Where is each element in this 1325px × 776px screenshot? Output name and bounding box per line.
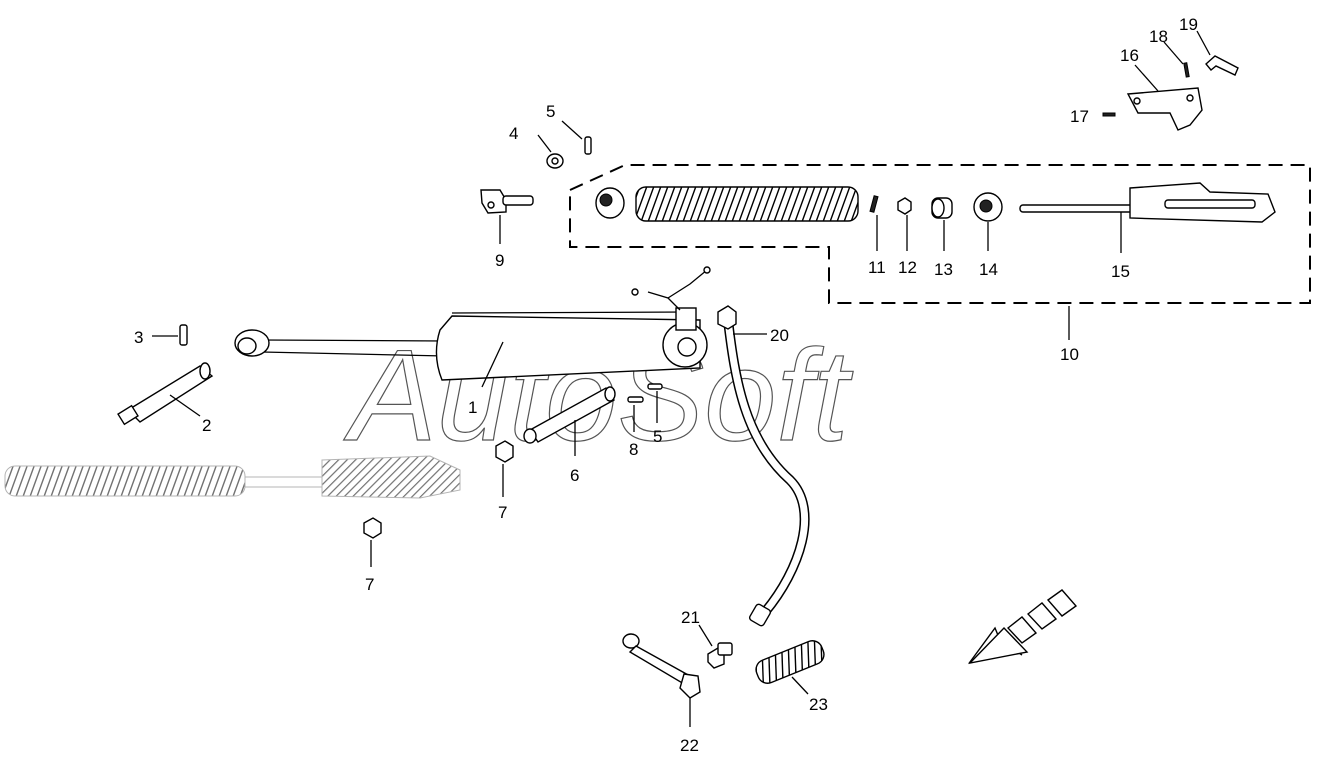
boot-bellows [635, 186, 859, 222]
assembly-10-outline [569, 164, 1311, 304]
steering-cylinder [234, 266, 711, 381]
wrench-part-22 [622, 633, 701, 699]
label-part-2: 2 [202, 416, 211, 435]
label-part-12: 12 [898, 258, 917, 277]
pin-part-8 [627, 396, 644, 403]
label-part-5-top: 5 [546, 102, 555, 121]
lever-pin-part-19 [1205, 55, 1239, 76]
label-part-18: 18 [1149, 27, 1168, 46]
leader-lines [152, 30, 1211, 727]
fitting-part-21 [707, 642, 733, 669]
label-part-8: 8 [629, 440, 638, 459]
label-part-16: 16 [1120, 46, 1139, 65]
grip-part-23 [755, 640, 825, 684]
direction-arrow [967, 589, 1078, 665]
faint-spring-assembly [4, 455, 461, 499]
label-part-6: 6 [570, 466, 579, 485]
pin-part-18 [1183, 62, 1190, 78]
label-part-21: 21 [681, 608, 700, 627]
pin-part-5-top [584, 136, 592, 155]
nut-part-7-upper [495, 440, 514, 463]
label-part-10: 10 [1060, 345, 1079, 364]
label-part-20: 20 [770, 326, 789, 345]
label-part-19: 19 [1179, 15, 1198, 34]
label-part-17: 17 [1070, 107, 1089, 126]
hose-part-20 [717, 305, 810, 627]
part-number-labels: 1 2 3 4 5 5 6 7 7 8 9 10 11 12 13 14 15 … [134, 15, 1198, 755]
label-part-23: 23 [809, 695, 828, 714]
label-part-9: 9 [495, 251, 504, 270]
label-part-7-upper: 7 [498, 503, 507, 522]
pin-part-5-lower [647, 383, 663, 390]
shaft-part [117, 362, 214, 426]
pin-part-3 [179, 324, 188, 346]
clevis-part-9 [480, 189, 534, 214]
pin-part-11 [869, 195, 879, 213]
pin-part-17 [1102, 112, 1116, 117]
nut-part-12 [897, 197, 912, 215]
label-part-1: 1 [468, 398, 477, 417]
label-part-15: 15 [1111, 262, 1130, 281]
bushing-part-13 [931, 197, 953, 219]
label-part-3: 3 [134, 328, 143, 347]
tie-rod-part-15 [1019, 182, 1276, 223]
end-cap-part [595, 187, 625, 219]
label-part-13: 13 [934, 260, 953, 279]
label-part-22: 22 [680, 736, 699, 755]
grommet-part-14 [973, 192, 1003, 222]
label-part-4: 4 [509, 124, 518, 143]
shaft-part-6 [523, 386, 616, 444]
washer-part-4 [546, 153, 564, 169]
bracket-part-16 [1126, 87, 1203, 131]
label-part-5-lower: 5 [653, 427, 662, 446]
label-part-11: 11 [868, 258, 886, 277]
label-part-7-lower: 7 [365, 575, 374, 594]
label-part-14: 14 [979, 260, 998, 279]
nut-part-7-lower [363, 517, 382, 539]
